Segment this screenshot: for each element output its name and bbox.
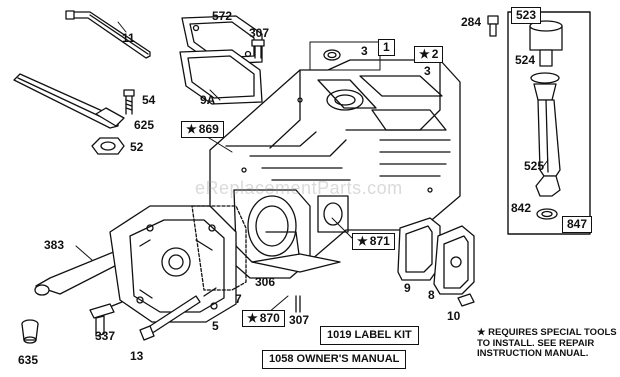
label-part-54: 54	[142, 93, 156, 107]
label-part-869-number: 869	[198, 122, 219, 136]
special-tool-star: ★	[186, 122, 197, 136]
label-part-8: 8	[428, 288, 435, 302]
label-part-5: 5	[212, 319, 219, 333]
label-part-3-bottom: 3	[424, 64, 431, 78]
part-7-gasket	[191, 205, 247, 291]
label-part-847: 847	[562, 216, 593, 233]
label-part-13: 13	[130, 349, 144, 363]
part-307-screw-top	[251, 39, 265, 59]
label-part-2-number: 2	[431, 47, 439, 61]
part-635-fitting	[21, 319, 39, 344]
label-part-871: ★871	[352, 233, 395, 250]
label-part-9: 9	[404, 281, 411, 295]
label-part-635: 635	[18, 353, 39, 367]
label-part-3-top: 3	[361, 44, 368, 58]
owners-manual-box: 1058 OWNER'S MANUAL	[262, 350, 407, 369]
label-part-337: 337	[95, 329, 116, 343]
label-part-306: 306	[255, 275, 276, 289]
label-part-307-bottom: 307	[289, 313, 310, 327]
label-part-10: 10	[447, 309, 461, 323]
part-337-sensor	[89, 301, 123, 337]
special-tool-star: ★	[247, 311, 258, 325]
label-part-524: 524	[515, 53, 536, 67]
special-tool-star: ★	[419, 47, 430, 61]
label-part-871-number: 871	[369, 234, 390, 248]
label-part-52: 52	[130, 140, 144, 154]
special-tools-note: ★ REQUIRES SPECIAL TOOLS TO INSTALL. SEE…	[477, 327, 617, 360]
note-line-1: ★ REQUIRES SPECIAL TOOLS	[477, 327, 617, 338]
label-part-572: 572	[212, 9, 233, 23]
part-9-cover	[397, 217, 441, 281]
part-10-clamp	[457, 293, 475, 307]
label-kit-box: 1019 LABEL KIT	[320, 326, 419, 345]
part-54-screw	[123, 89, 135, 115]
part-625-tube	[13, 73, 125, 129]
part-11-rod	[65, 10, 151, 59]
label-part-9a: 9A	[200, 93, 216, 107]
label-part-869: ★869	[181, 121, 224, 138]
part-284-plug	[487, 15, 499, 37]
part-8-breather	[433, 225, 475, 295]
part-13-bolt	[139, 295, 201, 341]
label-part-523: 523	[511, 7, 542, 24]
label-part-1: 1	[378, 39, 395, 56]
part-9a-gasket	[179, 49, 263, 105]
label-part-7: 7	[235, 292, 242, 306]
label-part-307-top: 307	[249, 26, 270, 40]
part-52-gasket	[91, 137, 125, 155]
note-line-2: TO INSTALL. SEE REPAIR	[477, 337, 595, 349]
part-307-screw-bottom	[295, 295, 301, 313]
label-part-525: 525	[524, 159, 545, 173]
label-part-383: 383	[44, 238, 65, 252]
label-part-870-number: 870	[259, 311, 280, 325]
label-part-625: 625	[134, 118, 155, 132]
note-line-3: INSTRUCTION MANUAL.	[477, 348, 589, 359]
label-part-284: 284	[461, 15, 482, 29]
label-part-842: 842	[511, 201, 532, 215]
special-tool-star: ★	[357, 234, 368, 248]
part-525-dipstick-tube	[507, 11, 591, 235]
part-306-gasket	[251, 253, 341, 273]
label-part-11: 11	[122, 31, 135, 45]
part-5-sump	[109, 205, 237, 323]
label-part-870: ★870	[242, 310, 285, 327]
label-part-2: ★2	[414, 46, 444, 63]
part-3-seal	[309, 41, 381, 71]
watermark: eReplacementParts.com	[195, 178, 403, 198]
